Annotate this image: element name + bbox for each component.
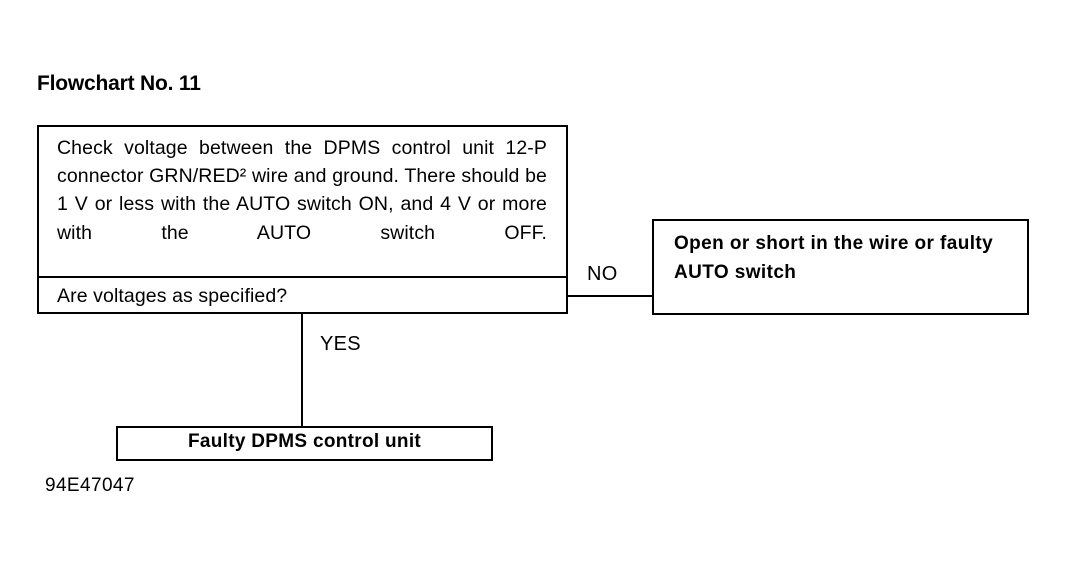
decision-node-body: Check voltage between the DPMS control u…: [39, 127, 566, 278]
figure-caption: 94E47047: [45, 475, 135, 496]
branch-label-yes: YES: [320, 333, 361, 355]
outcome-node-yes: Faulty DPMS control unit: [116, 426, 493, 461]
connector-no-branch: [567, 295, 653, 297]
outcome-node-yes-text: Faulty DPMS control unit: [187, 431, 422, 452]
outcome-node-no: Open or short in the wire or faulty AUTO…: [652, 219, 1029, 315]
outcome-node-no-text: Open or short in the wire or faulty AUTO…: [674, 233, 994, 283]
page-title: Flowchart No. 11: [37, 72, 201, 95]
decision-node: Check voltage between the DPMS control u…: [37, 125, 568, 314]
decision-node-body-text: Check voltage between the DPMS control u…: [57, 137, 547, 244]
decision-node-question-text: Are voltages as specified?: [57, 285, 288, 307]
connector-yes-branch: [301, 313, 303, 427]
decision-node-question: Are voltages as specified?: [39, 278, 566, 312]
branch-label-no: NO: [587, 263, 618, 285]
